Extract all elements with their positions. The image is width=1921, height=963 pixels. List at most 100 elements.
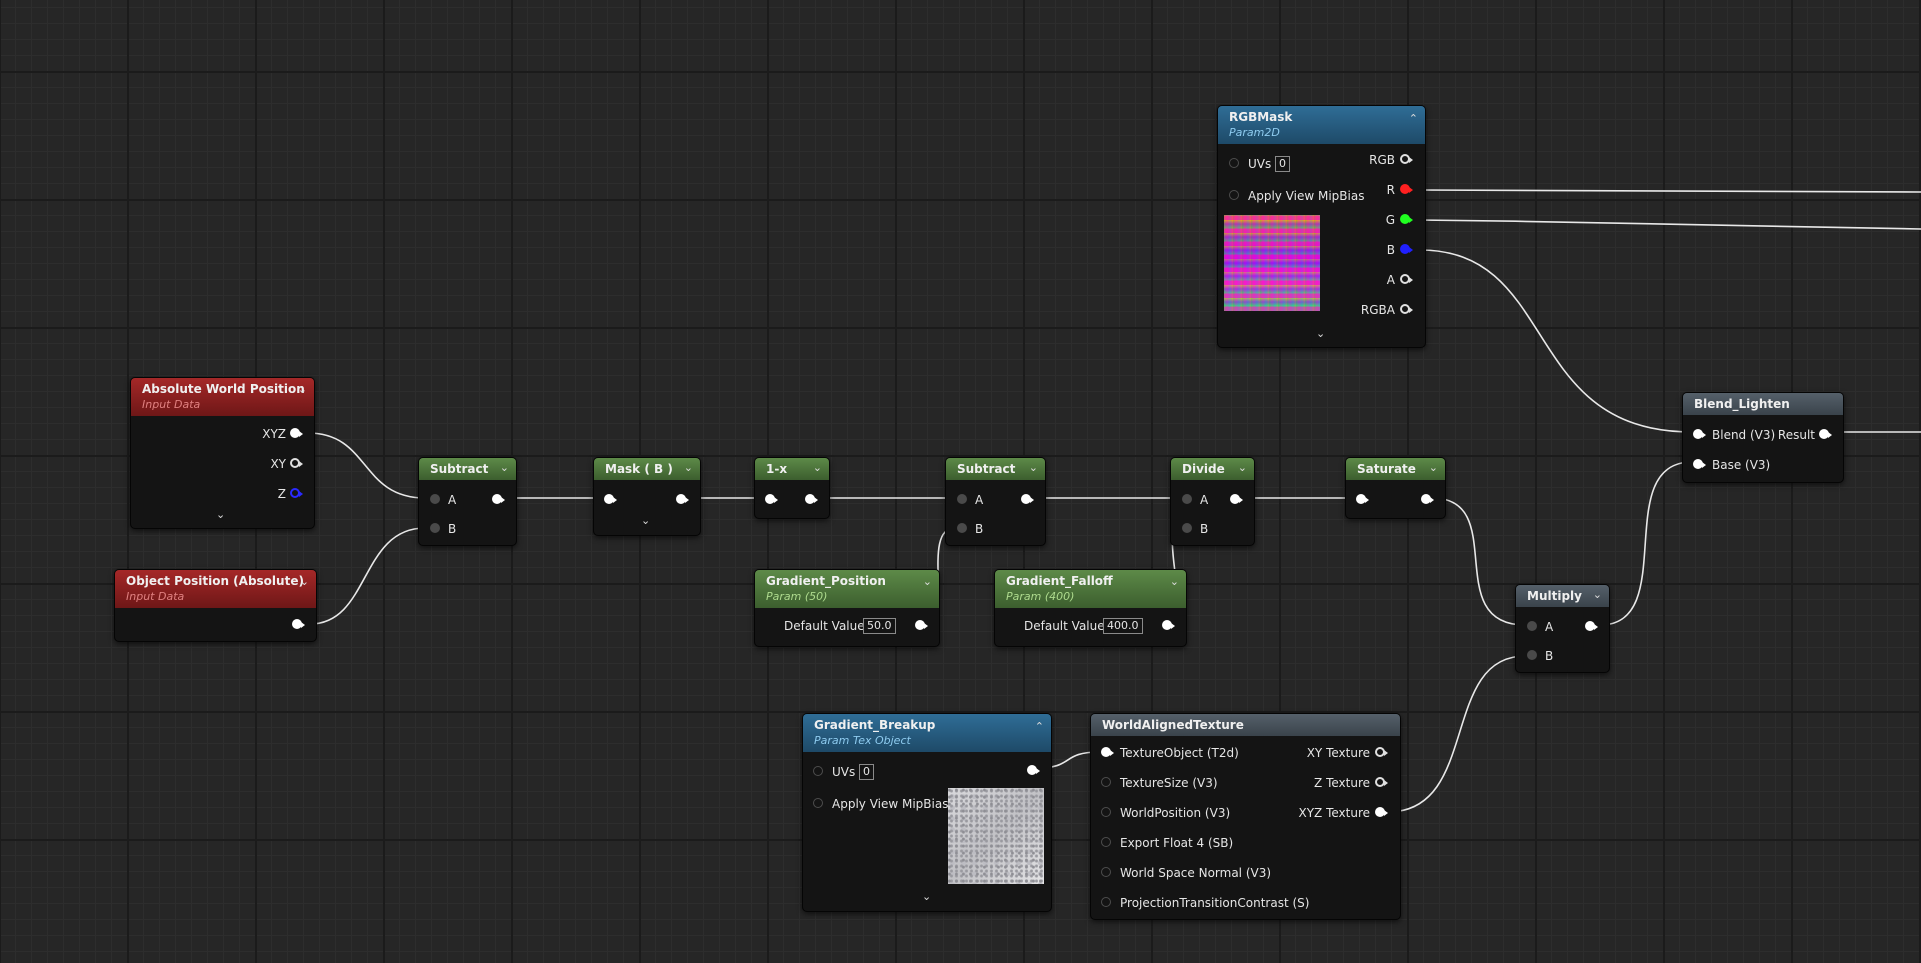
node-header[interactable]: Subtract ⌄ xyxy=(419,458,516,480)
chevron-down-icon[interactable]: ⌄ xyxy=(1170,575,1179,588)
node-saturate[interactable]: Saturate ⌄ xyxy=(1345,457,1446,519)
node-multiply[interactable]: Multiply ⌄ A B xyxy=(1515,584,1610,673)
input-pin[interactable] xyxy=(1356,494,1368,506)
default-value-field[interactable]: 50.0 xyxy=(863,618,896,634)
input-pin-projection-contrast[interactable] xyxy=(1101,897,1113,909)
output-pin[interactable] xyxy=(915,620,927,632)
node-header[interactable]: Gradient_Breakup Param Tex Object ⌃ xyxy=(803,714,1051,752)
output-pin-rgba[interactable] xyxy=(1400,304,1412,316)
node-header[interactable]: WorldAlignedTexture xyxy=(1091,714,1400,736)
input-pin-texture-size[interactable] xyxy=(1101,777,1113,789)
output-pin-xyz-texture[interactable] xyxy=(1375,807,1387,819)
output-pin-rgb[interactable] xyxy=(1400,154,1412,166)
chevron-down-icon[interactable]: ⌄ xyxy=(298,383,307,396)
input-pin-texture-object[interactable] xyxy=(1101,747,1113,759)
output-pin-xyz[interactable] xyxy=(290,428,302,440)
node-mask-b[interactable]: Mask ( B ) ⌄ ⌄ xyxy=(593,457,701,536)
expand-arrow-icon[interactable]: ⌄ xyxy=(1316,327,1325,340)
node-subtract-2[interactable]: Subtract ⌄ A B xyxy=(945,457,1046,546)
input-pin-a[interactable] xyxy=(1182,494,1194,506)
node-header[interactable]: Blend_Lighten xyxy=(1683,393,1843,415)
output-pin[interactable] xyxy=(292,619,304,631)
input-pin-b[interactable] xyxy=(957,523,969,535)
chevron-down-icon[interactable]: ⌄ xyxy=(500,461,509,474)
input-pin-blend[interactable] xyxy=(1693,429,1705,441)
input-pin[interactable] xyxy=(604,494,616,506)
node-one-minus[interactable]: 1-x ⌄ xyxy=(754,457,830,519)
input-pin-a[interactable] xyxy=(957,494,969,506)
expand-arrow-icon[interactable]: ⌄ xyxy=(216,508,225,521)
input-pin-uvs[interactable] xyxy=(1229,158,1241,170)
chevron-down-icon[interactable]: ⌄ xyxy=(1593,588,1602,601)
output-pin-xy-texture[interactable] xyxy=(1375,747,1387,759)
expand-arrow-icon[interactable]: ⌄ xyxy=(641,514,650,527)
node-title: Subtract xyxy=(430,462,505,476)
chevron-down-icon[interactable]: ⌄ xyxy=(300,575,309,588)
input-pin-base[interactable] xyxy=(1693,459,1705,471)
default-value-field[interactable]: 400.0 xyxy=(1103,618,1143,634)
node-header[interactable]: Divide ⌄ xyxy=(1171,458,1254,480)
input-pin-world-space-normal[interactable] xyxy=(1101,867,1113,879)
node-gradient-position[interactable]: Gradient_Position Param (50) ⌄ Default V… xyxy=(754,569,940,647)
input-pin-world-position[interactable] xyxy=(1101,807,1113,819)
output-pin[interactable] xyxy=(1027,765,1039,777)
node-header[interactable]: Saturate ⌄ xyxy=(1346,458,1445,480)
output-pin[interactable] xyxy=(805,494,817,506)
node-divide[interactable]: Divide ⌄ A B xyxy=(1170,457,1255,546)
output-pin[interactable] xyxy=(1585,621,1597,633)
node-blend-lighten[interactable]: Blend_Lighten Blend (V3) Result Base (V3… xyxy=(1682,392,1844,483)
node-subtract[interactable]: Subtract ⌄ A B xyxy=(418,457,517,546)
output-pin-g[interactable] xyxy=(1400,214,1412,226)
output-pin-result[interactable] xyxy=(1819,429,1831,441)
node-world-aligned-texture[interactable]: WorldAlignedTexture TextureObject (T2d) … xyxy=(1090,713,1401,920)
input-pin-a[interactable] xyxy=(430,494,442,506)
output-pin-xy[interactable] xyxy=(290,458,302,470)
output-pin[interactable] xyxy=(492,494,504,506)
output-pin-b[interactable] xyxy=(1400,244,1412,256)
node-object-position[interactable]: Object Position (Absolute) Input Data ⌄ xyxy=(114,569,317,642)
node-gradient-breakup[interactable]: Gradient_Breakup Param Tex Object ⌃ UVs … xyxy=(802,713,1052,912)
wire-wat-to-multiply-b xyxy=(1388,656,1525,812)
node-header[interactable]: Multiply ⌄ xyxy=(1516,585,1609,607)
input-pin-export-float4[interactable] xyxy=(1101,837,1113,849)
node-header[interactable]: Gradient_Falloff Param (400) ⌄ xyxy=(995,570,1186,608)
chevron-down-icon[interactable]: ⌄ xyxy=(684,461,693,474)
uvs-field[interactable]: 0 xyxy=(1275,156,1290,172)
output-pin-a[interactable] xyxy=(1400,274,1412,286)
output-pin[interactable] xyxy=(1421,494,1433,506)
node-gradient-falloff[interactable]: Gradient_Falloff Param (400) ⌄ Default V… xyxy=(994,569,1187,647)
chevron-down-icon[interactable]: ⌄ xyxy=(923,575,932,588)
node-header[interactable]: Gradient_Position Param (50) ⌄ xyxy=(755,570,939,608)
node-rgbmask[interactable]: RGBMask Param2D ⌃ UVs 0 Apply View MipBi… xyxy=(1217,105,1426,348)
input-pin-uvs[interactable] xyxy=(813,766,825,778)
chevron-down-icon[interactable]: ⌄ xyxy=(813,461,822,474)
node-header[interactable]: RGBMask Param2D ⌃ xyxy=(1218,106,1425,144)
chevron-down-icon[interactable]: ⌄ xyxy=(1238,461,1247,474)
input-pin-mipbias[interactable] xyxy=(1229,190,1241,202)
chevron-up-icon[interactable]: ⌃ xyxy=(1409,112,1418,125)
input-pin-b[interactable] xyxy=(1182,523,1194,535)
input-pin-a[interactable] xyxy=(1527,621,1539,633)
uvs-field[interactable]: 0 xyxy=(859,764,874,780)
output-pin[interactable] xyxy=(1021,494,1033,506)
input-pin[interactable] xyxy=(765,494,777,506)
input-pin-b[interactable] xyxy=(1527,650,1539,662)
node-header[interactable]: Subtract ⌄ xyxy=(946,458,1045,480)
node-header[interactable]: Object Position (Absolute) Input Data ⌄ xyxy=(115,570,316,608)
chevron-down-icon[interactable]: ⌄ xyxy=(1029,461,1038,474)
output-pin-r[interactable] xyxy=(1400,184,1412,196)
node-header[interactable]: 1-x ⌄ xyxy=(755,458,829,480)
output-pin[interactable] xyxy=(1230,494,1242,506)
input-pin-b[interactable] xyxy=(430,523,442,535)
output-pin[interactable] xyxy=(1162,620,1174,632)
output-pin-z-texture[interactable] xyxy=(1375,777,1387,789)
expand-arrow-icon[interactable]: ⌄ xyxy=(922,890,931,903)
output-pin-z[interactable] xyxy=(290,488,302,500)
chevron-up-icon[interactable]: ⌃ xyxy=(1035,720,1044,733)
input-pin-mipbias[interactable] xyxy=(813,798,825,810)
node-header[interactable]: Mask ( B ) ⌄ xyxy=(594,458,700,480)
chevron-down-icon[interactable]: ⌄ xyxy=(1429,461,1438,474)
output-pin[interactable] xyxy=(676,494,688,506)
node-header[interactable]: Absolute World Position Input Data ⌄ xyxy=(131,378,314,416)
node-absolute-world-position[interactable]: Absolute World Position Input Data ⌄ XYZ… xyxy=(130,377,315,529)
